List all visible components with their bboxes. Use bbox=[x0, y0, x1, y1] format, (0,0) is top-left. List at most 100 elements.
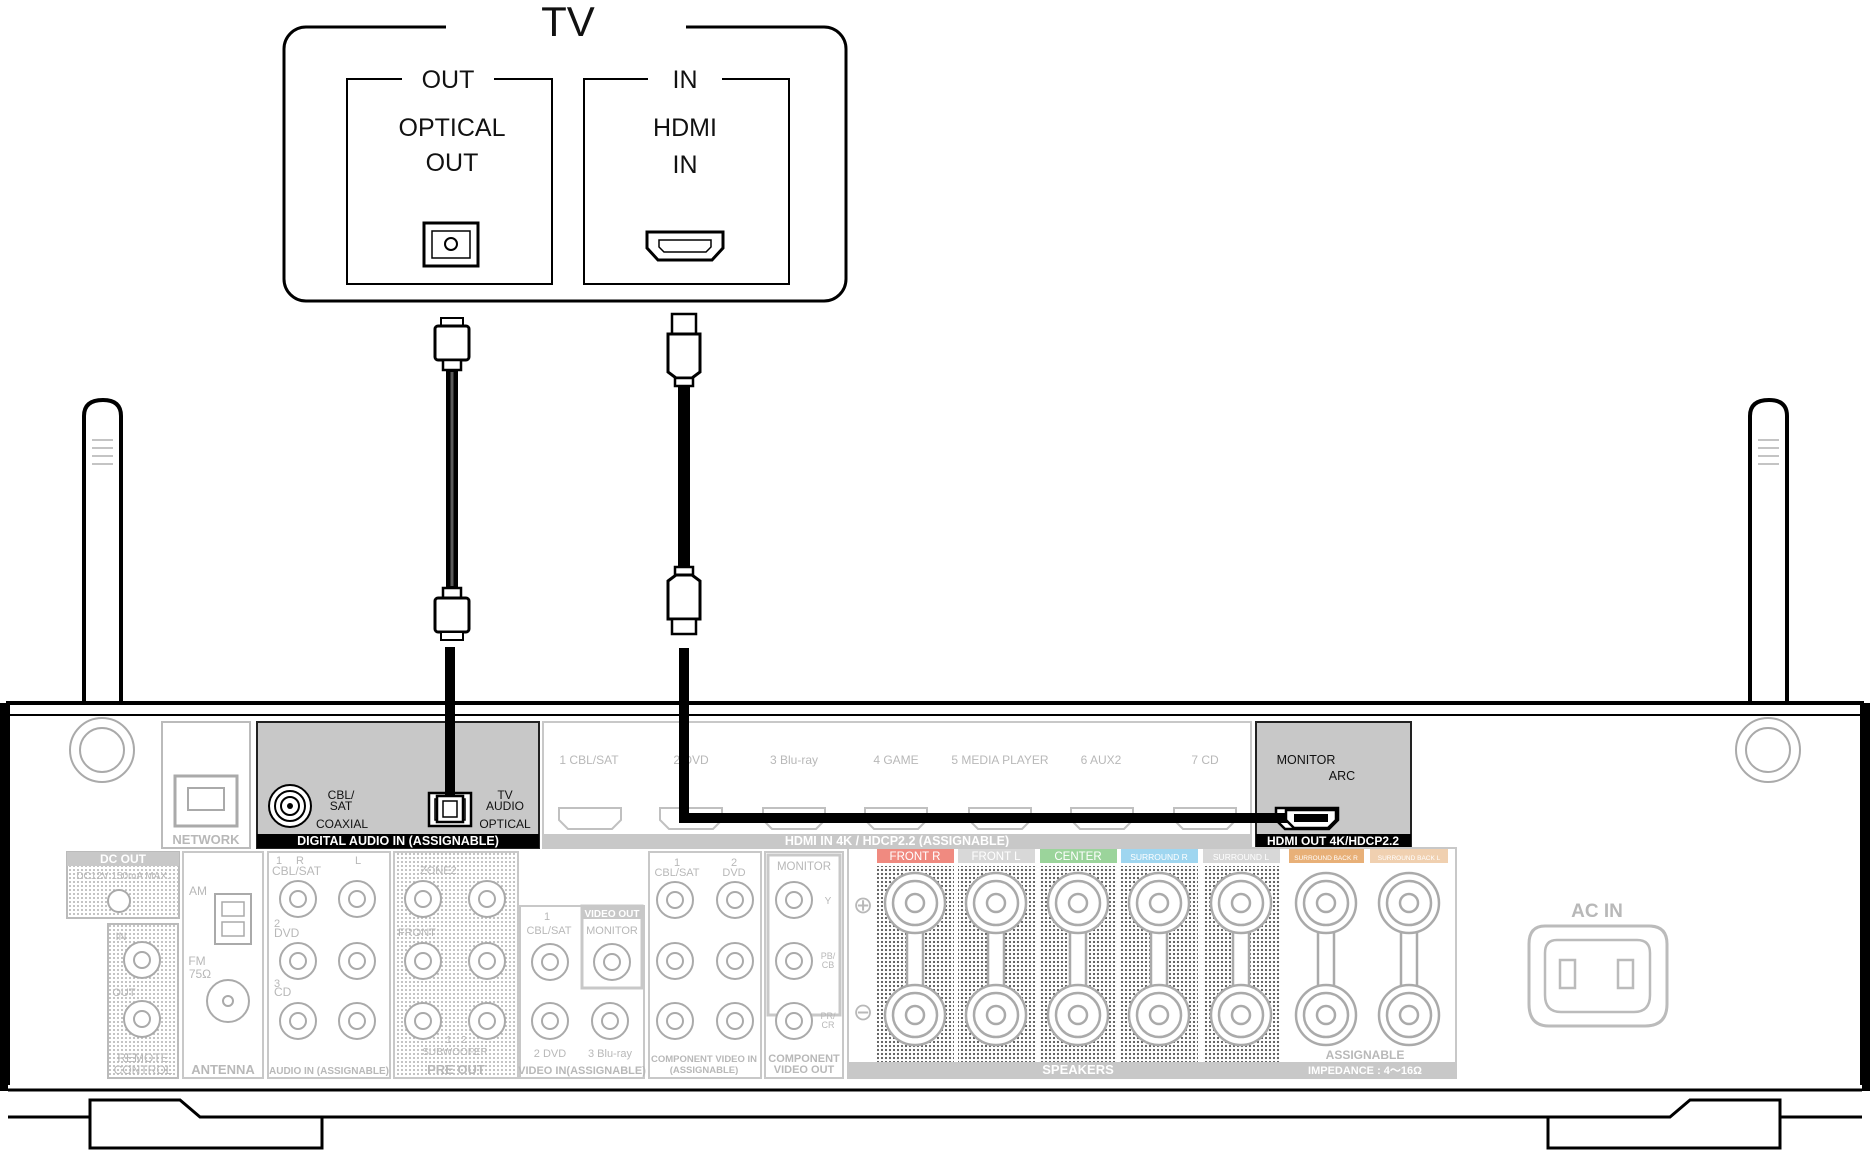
antenna-right-icon bbox=[1735, 397, 1801, 783]
optical-cable bbox=[433, 317, 471, 824]
audio-in-2: 2 bbox=[274, 918, 280, 930]
speakers-footer-bar bbox=[849, 1062, 1455, 1077]
tv-optical-line1: OPTICAL bbox=[399, 114, 506, 142]
hdmi-in-header: HDMI IN 4K / HDCP2.2 (ASSIGNABLE) bbox=[785, 834, 1009, 848]
antenna-left-icon bbox=[69, 397, 135, 783]
tv-audio-line2: AUDIO bbox=[486, 799, 524, 813]
hdmi-cable bbox=[666, 312, 1338, 830]
audio-in-footer: AUDIO IN (ASSIGNABLE) bbox=[269, 1066, 389, 1077]
component-in-jacks bbox=[656, 881, 754, 1040]
pre-front-label: FRONT bbox=[398, 927, 436, 939]
remote-control-line1: REMOTE bbox=[117, 1051, 168, 1065]
comp-dvd: DVD bbox=[722, 867, 745, 879]
optical-port-icon bbox=[422, 221, 480, 268]
spk-surround-back-l-label: SURROUND BACK L bbox=[1378, 855, 1441, 862]
network-section: NETWORK bbox=[161, 721, 251, 849]
audio-in-1: 1 bbox=[276, 855, 282, 867]
hdmi-port-icon bbox=[645, 230, 725, 262]
video-in-cbl-sat: CBL/SAT bbox=[526, 925, 571, 937]
comp-out-footer-line1: COMPONENT bbox=[768, 1053, 840, 1065]
video-section: VIDEO OUT MONITOR 1 CBL/SAT 2 DVD 3 Blu-… bbox=[518, 904, 646, 1079]
comp-cbl-sat: CBL/SAT bbox=[654, 867, 699, 879]
audio-in-dvd: DVD bbox=[274, 926, 300, 940]
tv-unit: TV OUT OPTICAL OUT IN HDMI IN bbox=[282, 0, 848, 303]
zone2-label: ZONE2 bbox=[420, 865, 457, 877]
coaxial-jack-icon bbox=[268, 784, 312, 828]
subwoofer-label: SUBWOOFER bbox=[422, 1047, 488, 1058]
remote-in-label: IN bbox=[116, 931, 127, 943]
audio-in-3: 3 bbox=[274, 978, 280, 990]
hdmi-in-7-label: 7 CD bbox=[1191, 753, 1219, 767]
comp-2: 2 bbox=[731, 857, 737, 869]
hdmi-in-1-label: 1 CBL/SAT bbox=[559, 753, 619, 767]
audio-in-l: L bbox=[355, 855, 361, 867]
tv-title: TV bbox=[541, 0, 595, 45]
receiver-unit: NETWORK DIGITAL AUDIO IN (ASSIGNABLE) CB… bbox=[0, 397, 1870, 1150]
pre-out-label: PRE OUT bbox=[427, 1062, 485, 1077]
component-out-section: MONITOR Y PB/ CB PR/ CR COMPONENT VIDEO … bbox=[764, 851, 844, 1079]
comp-in-footer-line1: COMPONENT VIDEO IN bbox=[651, 1054, 757, 1065]
video-in-3: 3 Blu-ray bbox=[588, 1048, 633, 1060]
minus-symbol: ⊖ bbox=[853, 999, 873, 1026]
hdmi-in-jack-1 bbox=[558, 807, 622, 830]
hdmi-in-6-label: 6 AUX2 bbox=[1081, 753, 1122, 767]
plus-symbol: ⊕ bbox=[853, 892, 873, 919]
hdmi-out-header: HDMI OUT 4K/HDCP2.2 bbox=[1267, 834, 1399, 848]
dc-out-jack bbox=[107, 889, 131, 913]
hdmi-out-panel: HDMI OUT 4K/HDCP2.2 MONITOR ARC bbox=[1255, 721, 1412, 849]
am-terminal bbox=[214, 893, 252, 945]
video-in-footer: VIDEO IN(ASSIGNABLE) bbox=[518, 1065, 646, 1077]
receiver-right-side bbox=[1862, 703, 1870, 1091]
dc-out-section: DC OUT DC12V 150mA MAX. bbox=[66, 851, 180, 919]
receiver-foot-left bbox=[88, 1098, 324, 1150]
spk-front-l-label: FRONT L bbox=[972, 851, 1022, 863]
network-label: NETWORK bbox=[172, 832, 240, 847]
audio-in-cbl-sat: CBL/SAT bbox=[272, 864, 322, 878]
tv-out-label: OUT bbox=[422, 66, 475, 94]
ac-in-label: AC IN bbox=[1571, 901, 1623, 922]
remote-out-label: OUT bbox=[112, 987, 136, 999]
hdmi-in-5-label: 5 MEDIA PLAYER bbox=[951, 753, 1048, 767]
spk-surround-l-header bbox=[1203, 849, 1280, 863]
speakers-section: ⊕ ⊖ FRONT R FRONT L CENTER SURROUND R SU… bbox=[847, 847, 1457, 1079]
spk-surround-back-r-label: SURROUND BACK R bbox=[1294, 855, 1358, 862]
tv-out-gap bbox=[402, 68, 494, 88]
comp-out-footer-line2: VIDEO OUT bbox=[774, 1064, 835, 1076]
cbl-sat-line2: SAT bbox=[330, 799, 353, 813]
spk-front-l-header bbox=[958, 849, 1035, 863]
comp-cr-label: CR bbox=[822, 1020, 835, 1030]
audio-in-jacks bbox=[279, 880, 376, 1040]
dc-spec-label: DC12V 150mA MAX. bbox=[76, 871, 169, 882]
comp-cb-label: CB bbox=[822, 960, 835, 970]
sub-1-label: 1 bbox=[446, 1035, 452, 1046]
optical-label: OPTICAL bbox=[479, 817, 531, 831]
ac-pin-left bbox=[1558, 958, 1577, 990]
tv-in-gap bbox=[648, 68, 722, 88]
digital-audio-in-panel: DIGITAL AUDIO IN (ASSIGNABLE) CBL/ SAT C… bbox=[256, 721, 540, 849]
video-jacks bbox=[531, 943, 631, 1040]
ac-inlet-inner bbox=[1543, 938, 1652, 1014]
speaker-binding-posts bbox=[883, 871, 1441, 1047]
spk-front-r-label: FRONT R bbox=[890, 851, 941, 863]
digital-audio-in-label: DIGITAL AUDIO IN (ASSIGNABLE) bbox=[297, 834, 499, 848]
impedance-label: IMPEDANCE : 4～16Ω bbox=[1308, 1065, 1422, 1077]
hdmi-in-2-label: 2 DVD bbox=[673, 753, 709, 767]
remote-control-section: IN OUT REMOTE CONTROL bbox=[107, 923, 179, 1079]
hdmi-in-3-label: 3 Blu-ray bbox=[770, 753, 818, 767]
monitor-label: MONITOR bbox=[1277, 753, 1336, 767]
ac-pin-right bbox=[1616, 958, 1635, 990]
video-in-1: 1 bbox=[544, 911, 550, 923]
spk-front-r-header bbox=[877, 849, 954, 863]
component-out-jacks bbox=[775, 881, 813, 1040]
comp-pr-label: PR/ bbox=[820, 1011, 836, 1021]
spk-center-label: CENTER bbox=[1054, 851, 1101, 863]
spk-surround-r-header bbox=[1121, 849, 1198, 863]
comp-1: 1 bbox=[674, 857, 680, 869]
tv-optical-line2: OUT bbox=[426, 149, 479, 177]
video-in-2: 2 DVD bbox=[534, 1048, 566, 1060]
fm-line2: 75Ω bbox=[189, 967, 211, 981]
assignable-label: ASSIGNABLE bbox=[1326, 1048, 1405, 1062]
dc-out-label: DC OUT bbox=[100, 852, 147, 866]
